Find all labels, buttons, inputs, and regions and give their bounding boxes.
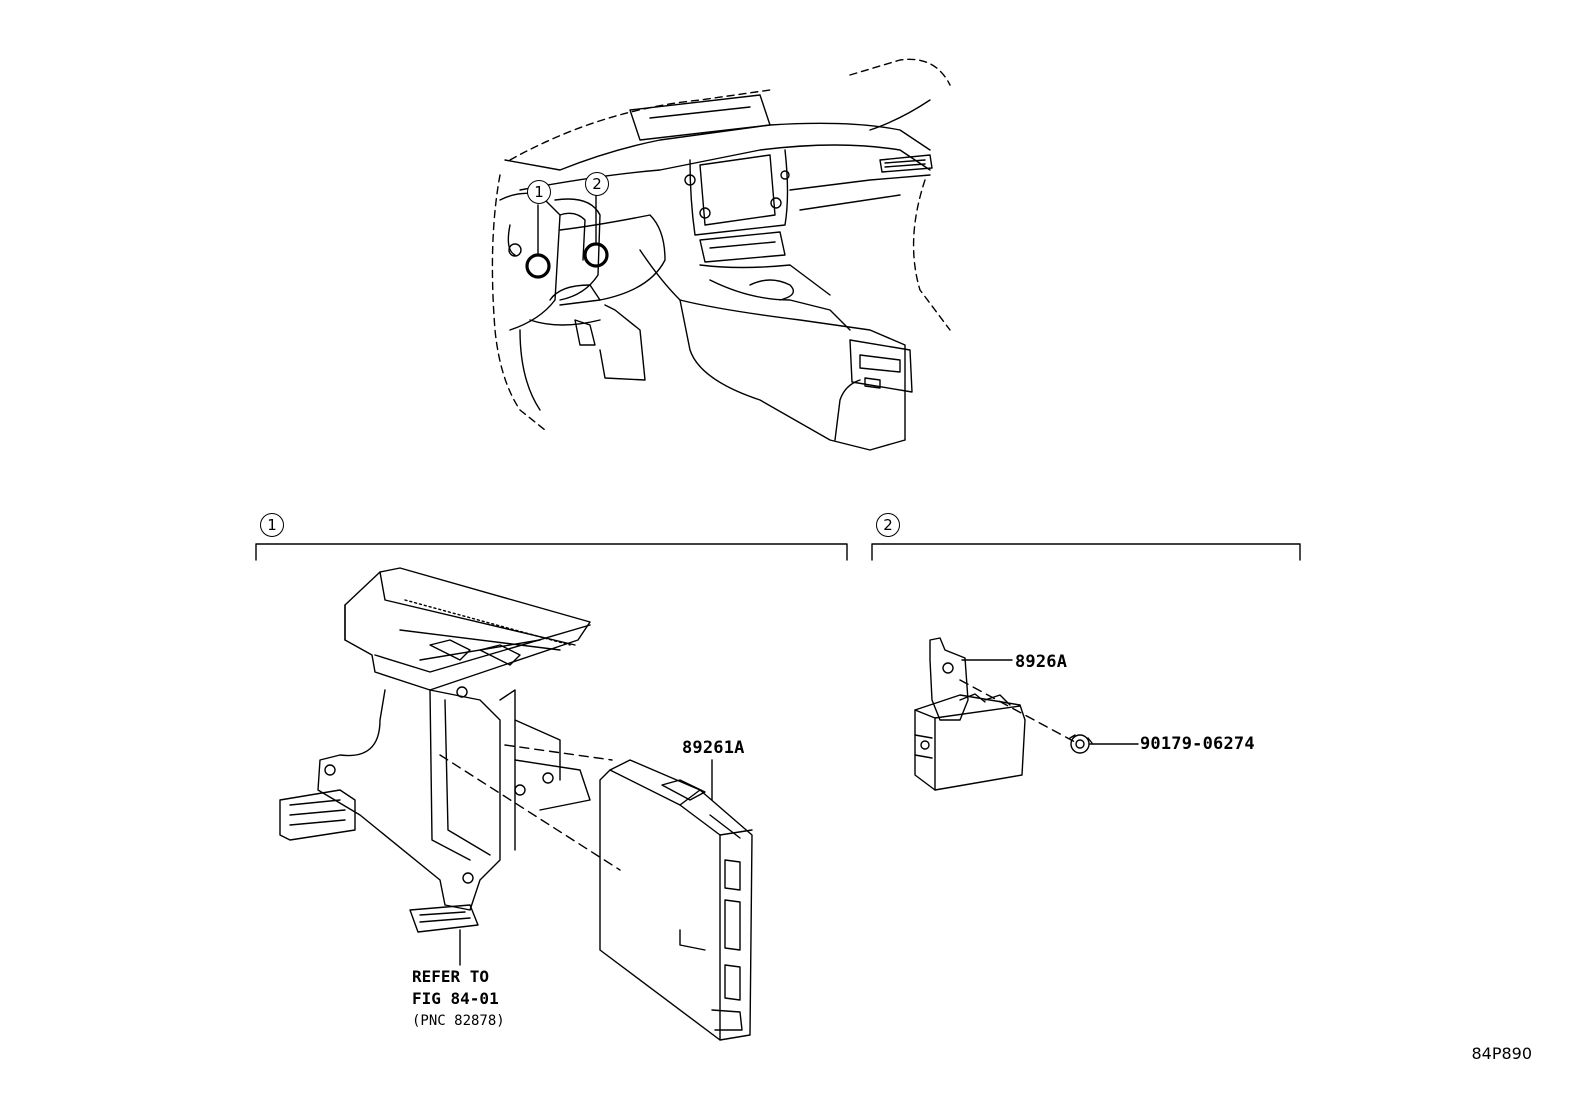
install-path-line [439, 754, 621, 871]
part-label-89261a[interactable]: 89261A [682, 738, 745, 758]
reference-note[interactable]: REFER TO FIG 84-01 (PNC 82878) [412, 966, 505, 1032]
ecu-8926a [914, 637, 1076, 791]
reference-line-1: REFER TO [412, 967, 490, 986]
part-label-90179-06274[interactable]: 90179-06274 [1140, 734, 1255, 754]
reference-line-3: (PNC 82878) [412, 1013, 505, 1029]
dashboard-overview [491, 58, 951, 451]
part-label-8926a[interactable]: 8926A [1015, 652, 1068, 672]
install-path-line-2 [504, 744, 613, 761]
section-1-bracket [255, 543, 848, 561]
clip-90179-06274 [1069, 734, 1139, 754]
reference-line-2: FIG 84-01 [412, 989, 499, 1008]
callout-2-top: 2 [585, 172, 609, 196]
callout-section-2: 2 [876, 513, 900, 537]
figure-code: 84P890 [1471, 1044, 1532, 1063]
callout-1-top: 1 [527, 180, 551, 204]
ecu-89261a [599, 759, 753, 1041]
section-2-bracket [871, 543, 1301, 561]
mounting-bracket [279, 567, 591, 966]
callout-section-1: 1 [260, 513, 284, 537]
